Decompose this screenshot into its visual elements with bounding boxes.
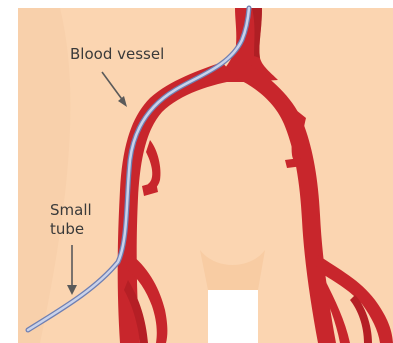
small-tube-label: Small tube bbox=[50, 201, 92, 239]
blood-vessel-label: Blood vessel bbox=[70, 45, 164, 64]
top-margin bbox=[0, 0, 393, 8]
